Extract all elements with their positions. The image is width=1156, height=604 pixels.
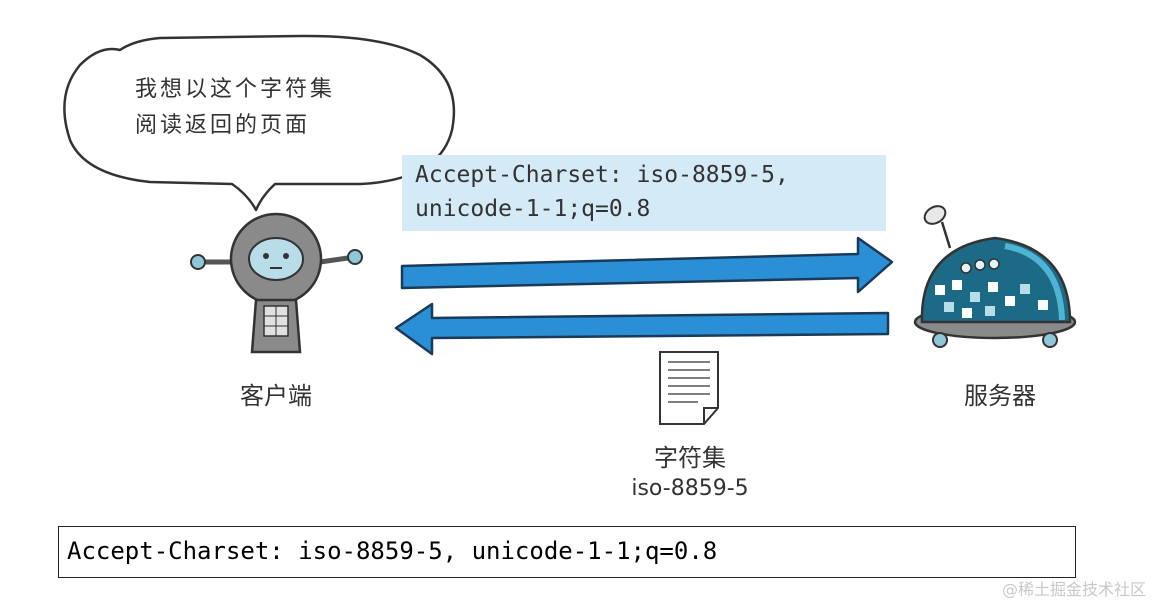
speech-bubble-line-2: 阅读返回的页面 <box>135 113 311 138</box>
request-header-text: Accept-Charset: iso-8859-5, unicode-1-1;… <box>415 162 789 222</box>
response-arrow <box>394 302 890 356</box>
request-arrow <box>400 236 894 294</box>
request-header-box <box>402 155 886 231</box>
speech-bubble <box>63 34 456 212</box>
server-label: 服务器 <box>964 382 1036 410</box>
document-icon <box>659 351 719 425</box>
watermark: @稀土掘金技术社区 <box>1001 580 1146 599</box>
client-robot-icon <box>190 212 363 354</box>
server-robot-icon <box>913 205 1077 348</box>
caption-text: Accept-Charset: iso-8859-5, unicode-1-1;… <box>67 537 718 565</box>
caption-box: Accept-Charset: iso-8859-5, unicode-1-1;… <box>58 526 1076 578</box>
charset-value: iso-8859-5 <box>631 476 749 501</box>
client-label: 客户端 <box>240 382 312 410</box>
speech-bubble-line-1: 我想以这个字符集 <box>135 77 336 102</box>
charset-label: 字符集 <box>654 444 726 472</box>
